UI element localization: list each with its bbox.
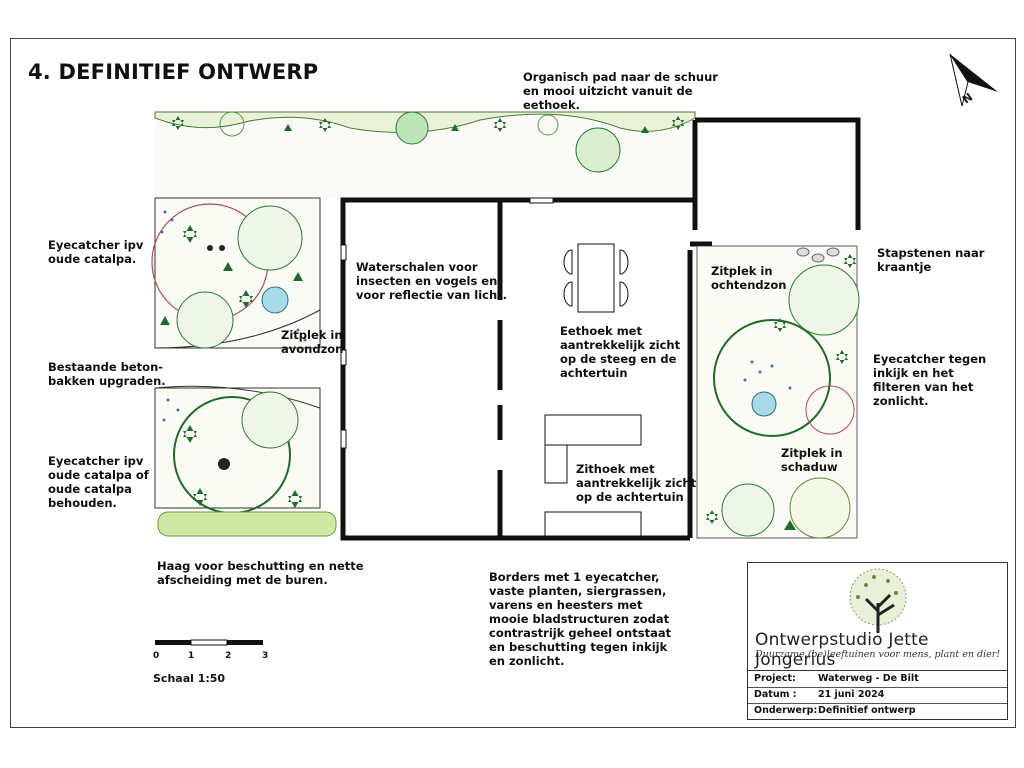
fern-group-right xyxy=(706,254,856,530)
label-stapstenen: Stapstenen naar kraantje xyxy=(877,246,985,274)
windows xyxy=(340,197,554,449)
label-zitplek-ochtendzon: Zitplek in ochtendzon xyxy=(711,264,787,292)
shrub xyxy=(176,291,234,349)
sofa-front xyxy=(544,511,642,537)
compass-icon xyxy=(949,53,998,107)
shrub xyxy=(241,391,299,449)
tree-logo-icon xyxy=(849,568,907,633)
bed-edge xyxy=(154,385,321,409)
titleblock-row-datum: Datum : 21 juni 2024 xyxy=(748,687,1007,704)
gravel-dots xyxy=(160,210,307,422)
shrub xyxy=(395,111,429,145)
titleblock-row-project: Project: Waterweg - De Bilt xyxy=(748,671,1007,688)
scale-bar xyxy=(155,639,263,646)
label-zitplek-schaduw: Zitplek in schaduw xyxy=(781,446,843,474)
fern-row xyxy=(172,116,684,133)
gravel-dots xyxy=(743,360,792,390)
chairs-right xyxy=(619,249,629,307)
row-key: Project: xyxy=(754,673,796,684)
label-organic-path: Organisch pad naar de schuur en mooi uit… xyxy=(523,70,718,112)
shrub xyxy=(721,483,775,537)
scale-tick: 3 xyxy=(262,651,269,661)
label-zithoek: Zithoek met aantrekkelijk zicht op de ac… xyxy=(576,462,697,504)
label-haag: Haag voor beschutting en nette afscheidi… xyxy=(157,559,364,587)
row-value: Waterweg - De Bilt xyxy=(818,673,919,684)
scale-tick: 2 xyxy=(225,651,232,661)
scale-tick: 1 xyxy=(188,651,195,661)
tree-trunk xyxy=(218,458,230,470)
garden-bed-bottom xyxy=(154,387,321,509)
sofa-back xyxy=(544,414,642,446)
title-block: Ontwerpstudio Jette Jongerius Duurzame (… xyxy=(747,562,1008,720)
water-bowl xyxy=(751,391,777,417)
label-waterschalen: Waterschalen voor insecten en vogels en … xyxy=(356,260,508,302)
hedge xyxy=(157,511,337,537)
water-bowl xyxy=(261,286,289,314)
label-eyecatcher-inkijk: Eyecatcher tegen inkijk en het filteren … xyxy=(873,352,987,408)
shrub xyxy=(788,264,860,336)
shrub xyxy=(575,127,621,173)
scale-tick: 0 xyxy=(153,651,160,661)
row-key: Onderwerp: xyxy=(754,705,818,716)
label-eyecatcher-catalpa: Eyecatcher ipv oude catalpa. xyxy=(48,238,144,266)
titleblock-row-onderwerp: Onderwerp: Definitief ontwerp xyxy=(748,703,1007,719)
label-borders: Borders met 1 eyecatcher, vaste planten,… xyxy=(489,570,672,668)
eyecatcher-crown xyxy=(713,319,831,437)
scale-title: Schaal 1:50 xyxy=(153,672,226,685)
shrub xyxy=(805,385,855,435)
sofa-side xyxy=(544,444,568,484)
bed-edge xyxy=(154,309,321,349)
house-walls xyxy=(340,117,861,541)
label-betonbakken: Bestaande beton- bakken upgraden. xyxy=(48,360,166,388)
drawing-title: 4. DEFINITIEF ONTWERP xyxy=(28,60,319,84)
drawing-sheet xyxy=(10,38,1016,728)
fern-group-left xyxy=(160,225,303,508)
dining-table xyxy=(577,243,615,313)
label-eyecatcher-behouden: Eyecatcher ipv oude catalpa of oude cata… xyxy=(48,454,149,510)
row-key: Datum : xyxy=(754,689,797,700)
shrub xyxy=(537,114,559,136)
row-value: 21 juni 2024 xyxy=(818,689,885,700)
shrub xyxy=(219,111,245,137)
label-eethoek: Eethoek met aantrekkelijk zicht op de st… xyxy=(560,324,681,380)
studio-name: Ontwerpstudio Jette Jongerius xyxy=(755,630,929,670)
studio-tagline: Duurzame (be)leeftuinen voor mens, plant… xyxy=(755,649,1001,660)
label-zitplek-avondzon: Zitplek in avondzon xyxy=(281,328,344,356)
chairs-left xyxy=(563,249,573,307)
row-value: Definitief ontwerp xyxy=(818,705,916,716)
shrub xyxy=(789,477,851,539)
studio-logo: Ontwerpstudio Jette Jongerius Duurzame (… xyxy=(748,563,1007,671)
shrub xyxy=(237,205,303,271)
stepping-stones xyxy=(796,247,840,263)
